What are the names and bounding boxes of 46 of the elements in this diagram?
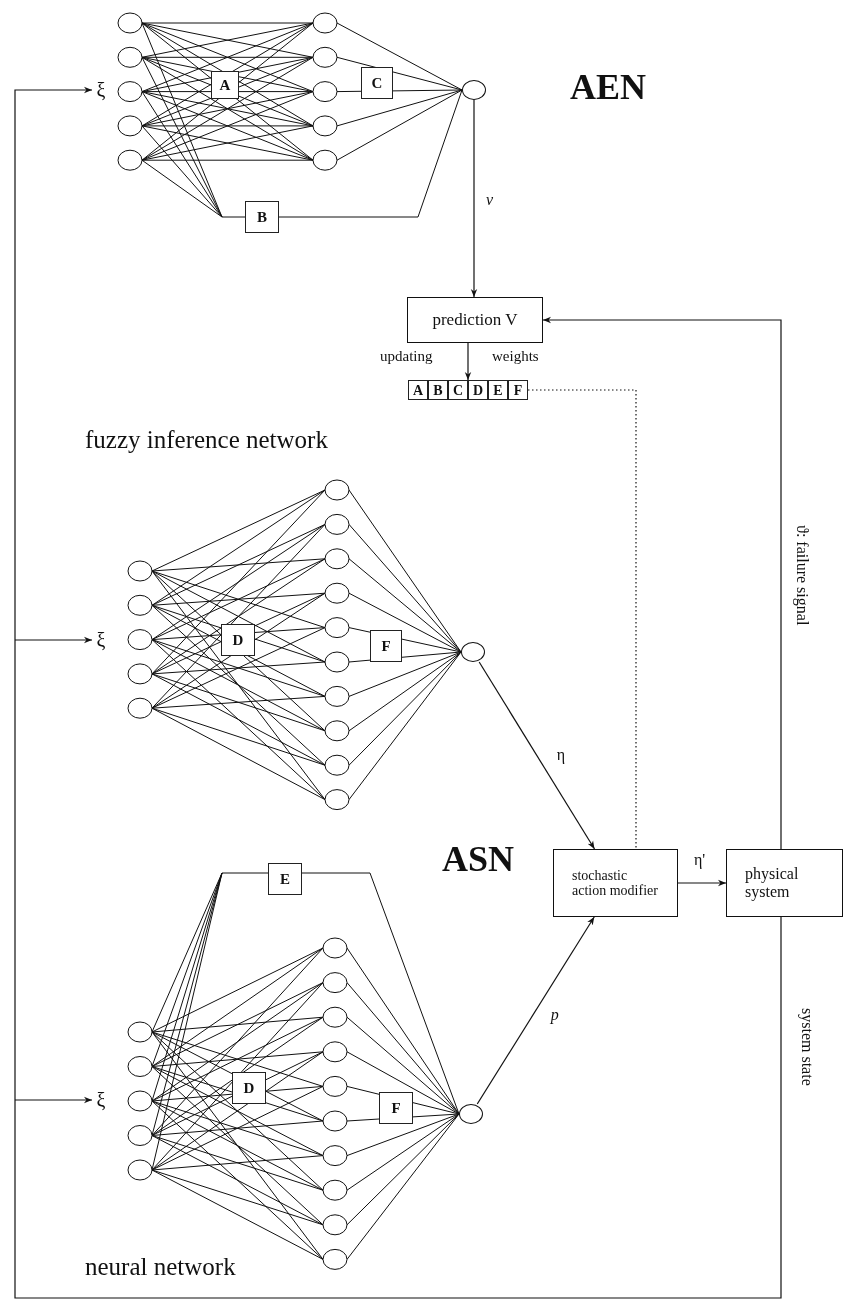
weight-box: F — [370, 630, 402, 662]
edge-label: v — [486, 190, 494, 209]
system-box: physical system — [726, 849, 843, 917]
network-title: neural network — [85, 1253, 236, 1281]
edge-label: η' — [694, 851, 706, 869]
weight-cell: F — [508, 380, 528, 400]
weight-box: C — [361, 67, 393, 99]
neuron-circle — [462, 80, 486, 100]
edge-label: system state — [798, 1007, 816, 1086]
weight-cell: A — [408, 380, 428, 400]
network-title: ASN — [442, 838, 515, 880]
network-title: fuzzy inference network — [85, 426, 328, 454]
weight-box: E — [268, 863, 302, 895]
weight-cell: C — [448, 380, 468, 400]
weight-box: D — [221, 624, 255, 656]
arrow — [476, 916, 595, 1105]
neuron-circle — [461, 642, 485, 662]
input-symbol: ξ — [92, 1088, 110, 1112]
weight-cell: B — [428, 380, 448, 400]
edge-label: p — [550, 1005, 559, 1024]
network-title: AEN — [570, 66, 646, 108]
weight-box: A — [211, 71, 239, 99]
edge-label: ϑ: failure signal — [793, 524, 811, 625]
caption-word: updating — [380, 348, 433, 365]
neuron-circle — [459, 1104, 483, 1124]
weights-row — [408, 380, 528, 400]
weight-cell: D — [468, 380, 488, 400]
input-symbol: ξ — [92, 628, 110, 652]
weight-box: D — [232, 1072, 266, 1104]
arrow — [464, 342, 472, 381]
arrow — [14, 1096, 93, 1104]
weight-box: F — [379, 1092, 413, 1124]
weight-box: B — [245, 201, 279, 233]
arrow — [478, 661, 596, 850]
arrow — [677, 879, 727, 887]
caption-word: weights — [492, 348, 539, 365]
arrow — [470, 99, 478, 298]
arrow — [14, 636, 93, 644]
arrow — [14, 86, 782, 1299]
dotted-connector — [527, 389, 637, 850]
weight-cell: E — [488, 380, 508, 400]
arrow — [542, 316, 782, 850]
input-symbol: ξ — [92, 78, 110, 102]
edge-label: η — [556, 745, 566, 764]
prediction-box: prediction V — [407, 297, 543, 343]
modifier-box: stochastic action modifier — [553, 849, 678, 917]
